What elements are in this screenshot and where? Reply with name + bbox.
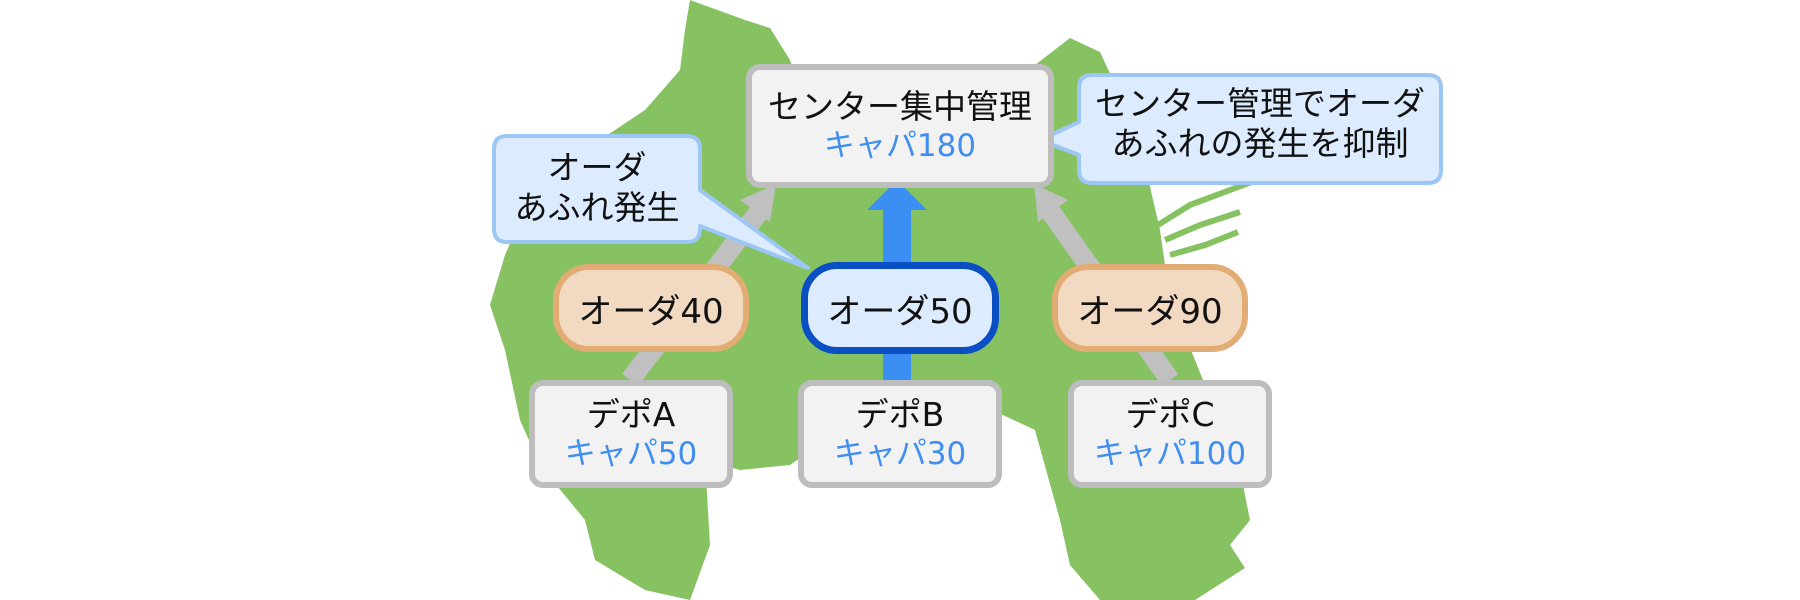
order-c-label: オーダ90 [1077,291,1223,332]
callout-left-line1: オーダ [547,148,647,187]
order-b: オーダ50 [801,262,999,354]
depot-a-capacity: キャパ50 [564,436,698,472]
depot-c-name: デポC [1125,395,1215,434]
center-capacity: キャパ180 [823,128,977,164]
callout-left-bubble [492,134,810,270]
depot-b-capacity: キャパ30 [833,436,967,472]
callout-right-line1: センター管理でオーダ [1095,84,1425,123]
depot-c: デポC キャパ100 [1068,380,1272,488]
depot-b: デポB キャパ30 [798,380,1002,488]
order-c: オーダ90 [1052,264,1248,352]
order-a-label: オーダ40 [578,291,724,332]
center-box: センター集中管理 キャパ180 [746,64,1054,188]
map-coast-fragments [1156,175,1264,258]
callout-right-text: センター管理でオーダ あふれの発生を抑制 [1079,84,1441,164]
arrow-head-right [1034,184,1068,222]
order-a: オーダ40 [553,264,749,352]
depot-c-capacity: キャパ100 [1093,436,1247,472]
callout-right-bubble [1038,73,1443,185]
depot-a: デポA キャパ50 [529,380,733,488]
arrow-head-center [867,180,927,210]
callout-left-text: オーダ あふれ発生 [494,148,700,228]
callout-left-line2: あふれ発生 [514,188,680,227]
order-b-label: オーダ50 [827,291,973,332]
depot-a-name: デポA [586,395,676,434]
callout-right-line2: あふれの発生を抑制 [1111,124,1409,163]
center-title: センター集中管理 [768,87,1032,126]
arrow-head-left [740,184,776,222]
depot-b-name: デポB [855,395,945,434]
